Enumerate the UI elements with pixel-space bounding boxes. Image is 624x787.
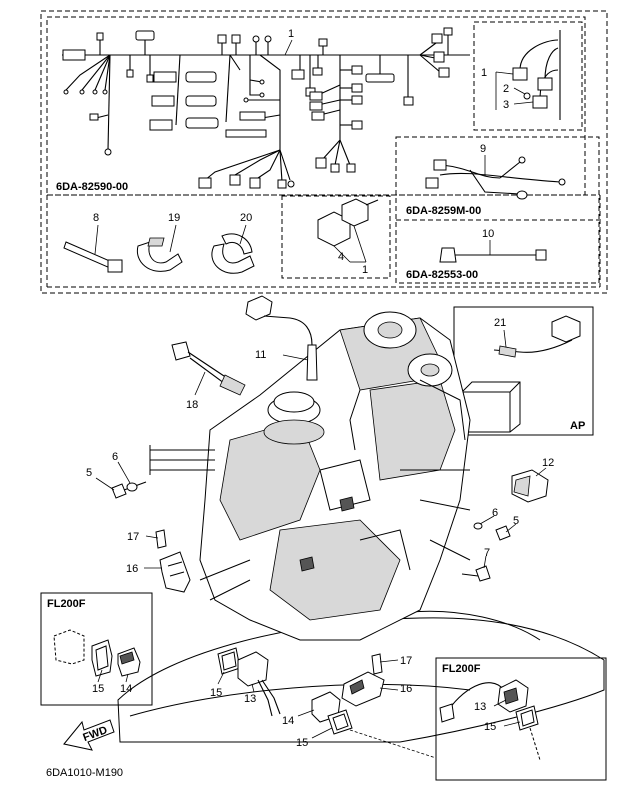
fl200f-left-parts bbox=[53, 629, 141, 677]
sensor-part-11 bbox=[245, 295, 318, 381]
callout-7: 7 bbox=[484, 547, 490, 559]
callout-17-left: 17 bbox=[127, 531, 139, 543]
inset-label-ap: AP bbox=[570, 420, 585, 432]
direction-label-fwd: FWD bbox=[81, 724, 109, 744]
grommet-part-15-mid bbox=[217, 647, 241, 675]
callout-6-right: 6 bbox=[492, 507, 498, 519]
callout-2: 2 bbox=[503, 83, 509, 95]
sensor-part-18 bbox=[171, 341, 246, 396]
inset-label-fl200f-right: FL200F bbox=[442, 663, 481, 675]
callout-15-mid: 15 bbox=[210, 687, 222, 699]
bracket-part-16-right bbox=[341, 653, 385, 707]
callout-21: 21 bbox=[494, 317, 506, 329]
callout-8: 8 bbox=[93, 212, 99, 224]
part-code-harness-main: 6DA-82590-00 bbox=[56, 181, 128, 193]
callout-4: 4 bbox=[338, 251, 344, 263]
callout-1-box: 1 bbox=[362, 264, 368, 276]
harness-kit-frame bbox=[40, 10, 608, 294]
engine-block bbox=[117, 311, 605, 743]
bolt-washer-right bbox=[461, 522, 511, 582]
cable-tie-part-8 bbox=[63, 241, 123, 273]
callout-15-bottom: 15 bbox=[296, 737, 308, 749]
callout-10: 10 bbox=[482, 228, 494, 240]
callout-15-fl-right: 15 bbox=[484, 721, 496, 733]
harness-part-9 bbox=[425, 156, 566, 200]
sensor-part-12 bbox=[511, 469, 549, 503]
callout-11: 11 bbox=[255, 349, 266, 361]
callout-16-left: 16 bbox=[126, 563, 138, 575]
diagram-code: 6DA1010-M190 bbox=[46, 767, 123, 779]
sensor-subharness bbox=[512, 30, 561, 120]
clamp-part-20 bbox=[211, 233, 255, 274]
callout-6-left: 6 bbox=[112, 451, 118, 463]
part-code-harness-9: 6DA-8259M-00 bbox=[406, 205, 481, 217]
switch-part-13-mid bbox=[237, 651, 281, 717]
callout-9: 9 bbox=[480, 143, 486, 155]
clamp-part-19 bbox=[136, 237, 183, 272]
inset-label-fl200f-left: FL200F bbox=[47, 598, 86, 610]
callout-13-fl-right: 13 bbox=[474, 701, 486, 713]
relay-part-4 bbox=[317, 198, 379, 247]
forward-arrow-icon bbox=[63, 719, 115, 751]
callout-20: 20 bbox=[240, 212, 252, 224]
callout-3: 3 bbox=[503, 99, 509, 111]
bolt-washer-left bbox=[111, 481, 147, 499]
callout-15-fl-left: 15 bbox=[92, 683, 104, 695]
bracket-part-16-left bbox=[155, 529, 191, 593]
harness-part-10 bbox=[439, 247, 547, 263]
callout-14-bottom: 14 bbox=[282, 715, 294, 727]
sensor-part-21 bbox=[493, 315, 581, 358]
callout-16-right: 16 bbox=[400, 683, 412, 695]
grommet-part-15-bottom bbox=[327, 709, 353, 735]
callout-5-right: 5 bbox=[513, 515, 519, 527]
battery-ap bbox=[461, 381, 521, 433]
part-code-harness-10: 6DA-82553-00 bbox=[406, 269, 478, 281]
callout-1-side: 1 bbox=[481, 67, 487, 79]
callout-19: 19 bbox=[168, 212, 180, 224]
main-wire-harness bbox=[62, 27, 470, 189]
callout-13-mid: 13 bbox=[244, 693, 256, 705]
callout-17-right: 17 bbox=[400, 655, 412, 667]
callout-5-left: 5 bbox=[86, 467, 92, 479]
callout-1-top: 1 bbox=[288, 28, 294, 40]
callout-14-fl-left: 14 bbox=[120, 683, 132, 695]
callout-18: 18 bbox=[186, 399, 198, 411]
fl200f-right-parts bbox=[439, 679, 541, 761]
callout-12: 12 bbox=[542, 457, 554, 469]
